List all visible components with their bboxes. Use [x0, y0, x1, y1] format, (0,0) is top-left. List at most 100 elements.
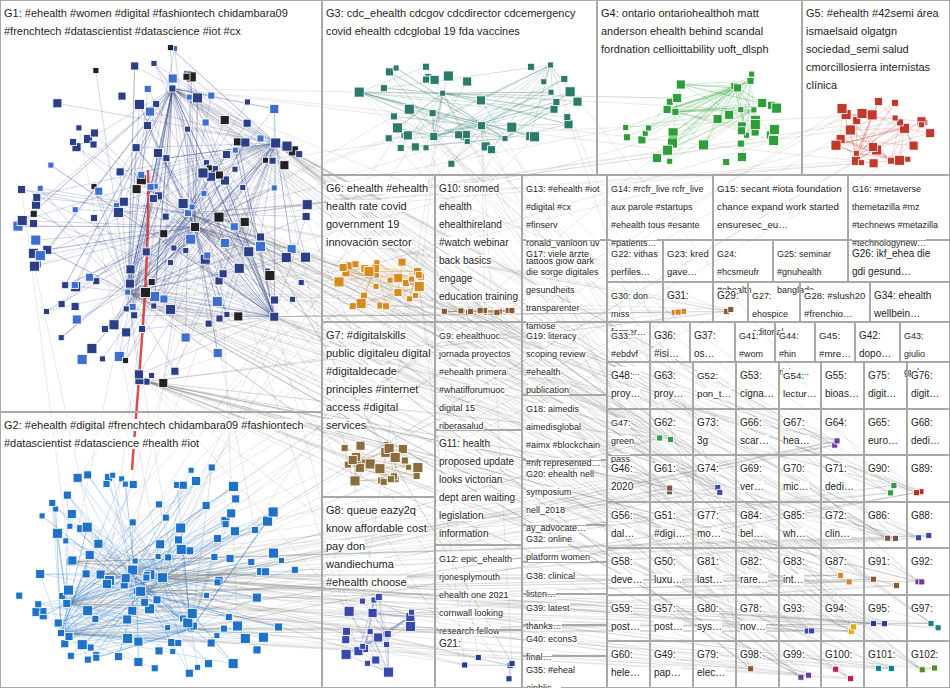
network-edge: [434, 115, 872, 137]
vertex-icon: [119, 197, 128, 206]
vertex-icon: [70, 139, 77, 146]
network-edge: [172, 89, 726, 312]
network-edge: [101, 575, 939, 628]
vertex-icon: [561, 75, 568, 82]
vertex-icon: [185, 210, 192, 217]
vertex-icon: [833, 666, 839, 672]
vertex-icon: [441, 308, 447, 314]
network-edge: [128, 269, 365, 292]
vertex-icon: [280, 161, 289, 170]
network-edge: [92, 227, 195, 349]
network-edge: [481, 126, 750, 669]
vertex-icon: [919, 579, 925, 585]
vertex-icon: [749, 71, 755, 77]
vertex-icon: [341, 444, 348, 451]
vertex-icon: [772, 103, 782, 113]
vertex-icon: [448, 160, 455, 167]
vertex-icon: [867, 110, 877, 120]
vertex-icon: [423, 63, 430, 70]
vertex-icon: [103, 480, 110, 487]
vertex-icon: [892, 115, 898, 121]
vertex-icon: [128, 606, 137, 615]
vertex-icon: [227, 509, 236, 518]
vertex-icon: [507, 122, 517, 132]
group-label: G16: #metaverse themetazilla #mz #techne…: [852, 184, 938, 248]
vertex-icon: [96, 570, 105, 579]
vertex-icon: [301, 252, 311, 262]
vertex-icon: [564, 114, 571, 121]
vertex-icon: [160, 295, 168, 303]
network-edge: [219, 217, 896, 585]
vertex-icon: [183, 248, 189, 254]
vertex-icon: [204, 252, 211, 259]
vertex-icon: [165, 625, 171, 631]
network-edge: [195, 227, 878, 668]
network-edge: [101, 536, 929, 575]
network-edge: [443, 93, 854, 627]
vertex-icon: [151, 60, 157, 66]
network-edge: [398, 93, 443, 128]
network-edge: [434, 137, 849, 582]
vertex-icon: [71, 282, 78, 289]
vertex-icon: [166, 305, 176, 315]
vertex-icon: [281, 253, 291, 263]
vertex-icon: [374, 633, 383, 642]
vertex-icon: [90, 129, 98, 137]
vertex-icon: [102, 579, 111, 588]
network-edge: [128, 292, 921, 492]
vertex-icon: [349, 303, 356, 310]
vertex-icon: [413, 472, 420, 479]
vertex-icon: [129, 519, 136, 526]
vertex-icon: [251, 527, 258, 534]
network-edge: [172, 89, 677, 99]
network-edge: [530, 65, 550, 136]
group-label: G22: vithas perfiles…: [611, 249, 658, 277]
vertex-icon: [232, 495, 240, 503]
vertex-icon: [90, 141, 97, 148]
vertex-icon: [909, 141, 918, 150]
vertex-icon: [151, 303, 157, 309]
vertex-icon: [725, 110, 734, 119]
vertex-icon: [44, 308, 50, 314]
network-edge: [398, 293, 922, 670]
group-box: G30: don miss former…: [607, 282, 663, 322]
vertex-icon: [289, 296, 295, 302]
network-edge: [163, 311, 684, 577]
network-edge: [346, 273, 854, 627]
network-edge: [465, 665, 510, 667]
vertex-icon: [348, 456, 357, 465]
vertex-icon: [673, 94, 682, 103]
vertex-icon: [129, 303, 136, 310]
vertex-icon: [149, 372, 155, 378]
vertex-icon: [198, 168, 208, 178]
vertex-icon: [211, 554, 218, 561]
vertex-icon: [215, 171, 223, 179]
vertex-icon: [463, 77, 472, 86]
vertex-icon: [205, 320, 212, 327]
vertex-icon: [93, 654, 100, 661]
network-edge: [70, 115, 846, 562]
group-label: G15: secant #iota foundation chance expa…: [717, 183, 842, 230]
vertex-icon: [365, 660, 371, 666]
vertex-icon: [831, 140, 841, 150]
group-box: G14: #rcfr_live rcfr_live aux parole #st…: [607, 175, 713, 240]
vertex-icon: [914, 490, 920, 496]
vertex-icon: [109, 320, 119, 330]
network-edge: [443, 93, 751, 669]
vertex-icon: [53, 99, 62, 108]
vertex-icon: [676, 80, 685, 89]
vertex-icon: [350, 476, 360, 486]
vertex-icon: [153, 596, 161, 604]
vertex-icon: [383, 667, 393, 677]
vertex-icon: [134, 637, 143, 646]
network-edge: [443, 93, 741, 110]
network-edge: [172, 89, 887, 539]
vertex-icon: [150, 292, 160, 302]
network-edge: [426, 65, 551, 148]
network-edge: [101, 130, 851, 575]
vertex-icon: [717, 489, 723, 495]
network-edge: [729, 81, 750, 115]
vertex-icon: [223, 151, 231, 159]
vertex-icon: [84, 471, 92, 479]
vertex-icon: [747, 77, 754, 84]
